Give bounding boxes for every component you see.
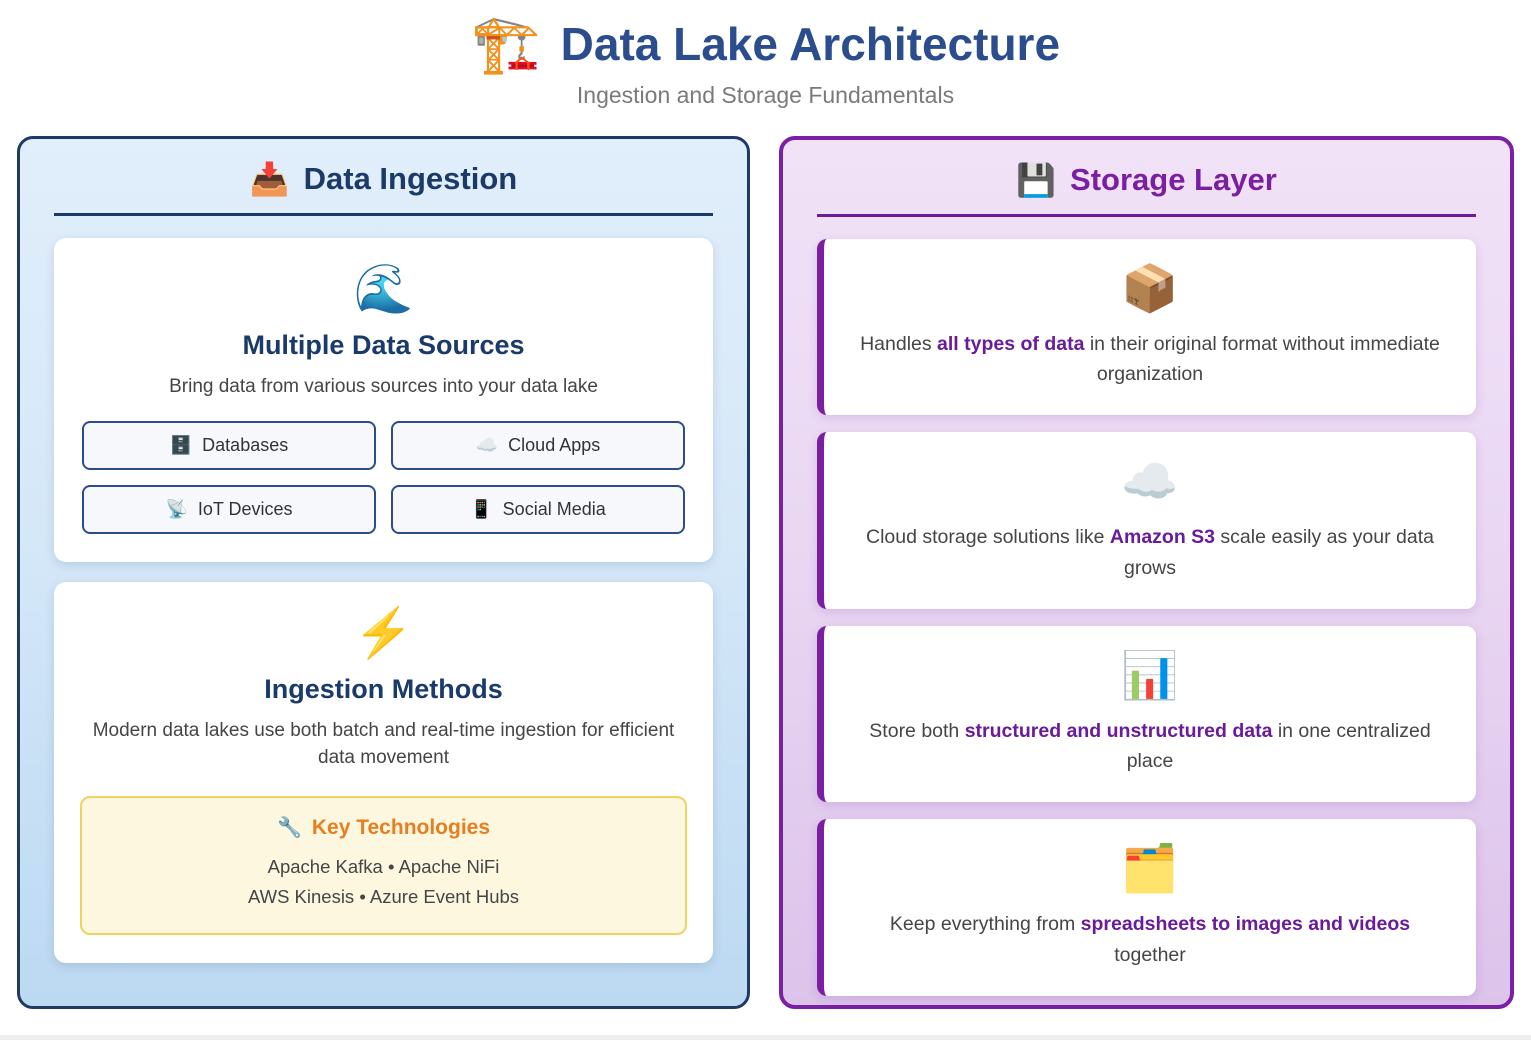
text-highlight: spreadsheets to images and videos	[1080, 913, 1411, 936]
text-before: Cloud storage solutions like	[866, 526, 1110, 549]
text-before: Handles	[860, 333, 938, 355]
sources-card-title: Multiple Data Sources	[242, 330, 525, 360]
cloud-icon: ☁️	[475, 435, 499, 456]
text-before: Store both	[869, 719, 965, 742]
satellite-antenna-icon: 📡	[165, 499, 188, 520]
storage-card-cloud-scaling: ☁️ Cloud storage solutions like Amazon S…	[817, 432, 1476, 609]
data-ingestion-panel: 📥 Data Ingestion 🌊 Multiple Data Sources…	[17, 136, 750, 1009]
text-before: Keep everything from	[889, 913, 1081, 936]
storage-layer-header: 💾 Storage Layer	[817, 162, 1476, 217]
file-cabinet-icon: 🗄️	[169, 435, 193, 456]
storage-card-text: Handles all types of data in their origi…	[854, 329, 1446, 389]
panels-container: 📥 Data Ingestion 🌊 Multiple Data Sources…	[0, 136, 1531, 1009]
data-ingestion-header: 📥 Data Ingestion	[54, 161, 713, 216]
methods-card-description: Modern data lakes use both batch and rea…	[92, 719, 675, 769]
text-highlight: all types of data	[937, 333, 1085, 355]
source-label: Social Media	[502, 498, 606, 519]
source-label: Databases	[202, 434, 289, 455]
text-highlight: Amazon S3	[1109, 526, 1216, 549]
mobile-phone-icon: 📱	[470, 499, 493, 520]
construction-crane-icon: 🏗️	[470, 12, 541, 75]
wrench-icon: 🔧	[276, 816, 302, 839]
storage-layer-panel: 💾 Storage Layer 📦 Handles all types of d…	[779, 136, 1514, 1009]
key-technologies-line-2: AWS Kinesis • Azure Event Hubs	[247, 886, 520, 908]
storage-card-raw-format: 📦 Handles all types of data in their ori…	[817, 239, 1476, 416]
key-technologies-line-1: Apache Kafka • Apache NiFi	[267, 855, 500, 877]
text-highlight: structured and unstructured data	[964, 719, 1273, 742]
floppy-disk-icon: 💾	[1016, 162, 1057, 198]
key-technologies-box: 🔧 Key Technologies Apache Kafka • Apache…	[80, 795, 687, 935]
sources-grid: 🗄️ Databases ☁️ Cloud Apps 📡 IoT Devices…	[80, 420, 687, 534]
text-after: in one centralized place	[1126, 719, 1431, 773]
page-subtitle: Ingestion and Storage Fundamentals	[576, 82, 955, 108]
storage-card-text: Cloud storage solutions like Amazon S3 s…	[854, 522, 1446, 582]
storage-card-text: Store both structured and unstructured d…	[854, 716, 1446, 776]
storage-card-all-files: 🗂️ Keep everything from spreadsheets to …	[817, 819, 1476, 996]
storage-layer-title: Storage Layer	[1070, 162, 1277, 197]
methods-card-title: Ingestion Methods	[264, 673, 503, 704]
key-technologies-heading: 🔧 Key Technologies	[96, 816, 671, 840]
lightning-bolt-icon: ⚡	[353, 606, 414, 660]
source-label: Cloud Apps	[508, 434, 601, 455]
ingestion-methods-card: ⚡ Ingestion Methods Modern data lakes us…	[54, 581, 713, 963]
multiple-data-sources-card: 🌊 Multiple Data Sources Bring data from …	[54, 238, 713, 562]
card-index-dividers-icon: 🗂️	[1121, 842, 1179, 895]
water-wave-icon: 🌊	[353, 263, 414, 316]
package-icon: 📦	[1121, 262, 1179, 314]
text-after: in their original format without immedia…	[1084, 333, 1440, 386]
storage-card-centralized: 📊 Store both structured and unstructured…	[817, 625, 1476, 803]
cloud-icon: ☁️	[1121, 455, 1179, 508]
bar-chart-icon: 📊	[1121, 648, 1179, 701]
data-ingestion-title: Data Ingestion	[303, 161, 518, 196]
source-button-iot-devices[interactable]: 📡 IoT Devices	[82, 484, 376, 534]
storage-card-text: Keep everything from spreadsheets to ima…	[854, 909, 1446, 969]
source-button-cloud-apps[interactable]: ☁️ Cloud Apps	[391, 420, 685, 470]
key-technologies-label: Key Technologies	[311, 815, 491, 839]
page-header: 🏗️ Data Lake Architecture Ingestion and …	[0, 0, 1531, 109]
page-title-row: 🏗️ Data Lake Architecture	[471, 16, 1060, 72]
text-after: together	[1114, 943, 1186, 966]
source-label: IoT Devices	[197, 498, 293, 519]
inbox-tray-icon: 📥	[249, 161, 290, 197]
sources-card-description: Bring data from various sources into you…	[169, 376, 598, 397]
source-button-databases[interactable]: 🗄️ Databases	[82, 420, 376, 470]
text-after: scale easily as your data grows	[1123, 526, 1434, 579]
page-bottom-edge	[0, 1035, 1531, 1040]
source-button-social-media[interactable]: 📱 Social Media	[391, 484, 685, 534]
page-title: Data Lake Architecture	[560, 18, 1061, 70]
